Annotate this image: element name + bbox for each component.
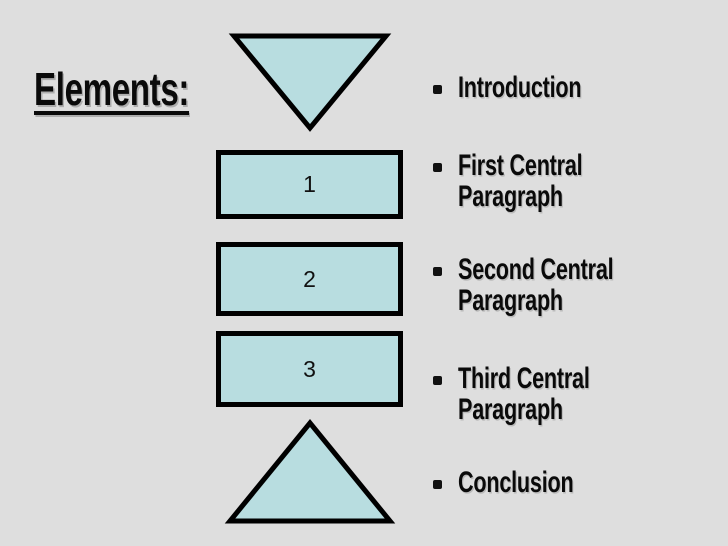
bullet-square-icon — [433, 267, 442, 276]
list-item-conclusion: Conclusion — [433, 467, 618, 498]
bullet-label: Second Central Paragraph — [458, 253, 614, 317]
list-item-introduction: Introduction — [433, 72, 629, 103]
bullet-square-icon — [433, 163, 442, 172]
bullet-label: Conclusion — [458, 466, 574, 499]
paragraph-box-2: 2 — [216, 242, 403, 316]
paragraph-box-1: 1 — [216, 150, 403, 219]
list-item-second-central-paragraph: Second Central Paragraph — [433, 254, 674, 316]
list-item-third-central-paragraph: Third Central Paragraph — [433, 363, 641, 425]
paragraph-box-3-label: 3 — [303, 355, 316, 382]
upright-triangle-icon — [224, 419, 396, 524]
bullet-label: First Central Paragraph — [458, 149, 583, 213]
paragraph-box-2-label: 2 — [303, 265, 316, 292]
paragraph-box-3: 3 — [216, 331, 403, 407]
bullet-label: Third Central Paragraph — [458, 362, 590, 426]
paragraph-box-1-label: 1 — [303, 171, 316, 197]
inverted-triangle-shape — [228, 33, 392, 132]
list-item-first-central-paragraph: First Central Paragraph — [433, 150, 631, 212]
upright-triangle-shape — [224, 419, 396, 524]
page-title: Elements: — [34, 63, 190, 115]
bullet-square-icon — [433, 376, 442, 385]
bullet-square-icon — [433, 480, 442, 489]
bullet-square-icon — [433, 85, 442, 94]
bullet-label: Introduction — [458, 71, 582, 104]
inverted-triangle-icon — [228, 33, 392, 132]
